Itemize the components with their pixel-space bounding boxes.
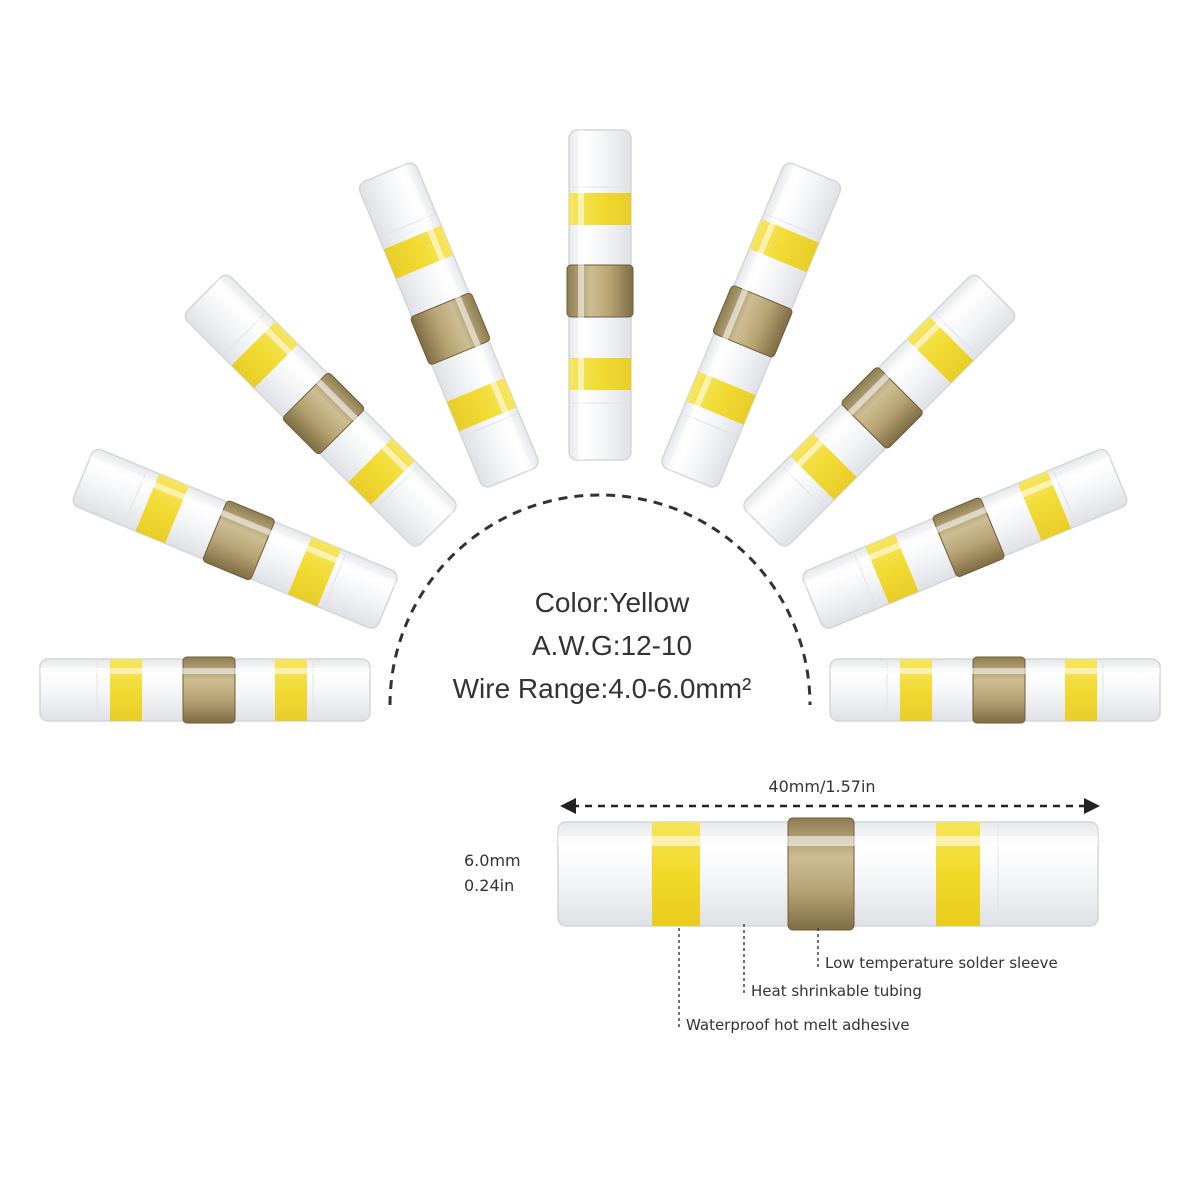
connector-5 (566, 129, 634, 461)
solder-sleeve-band (787, 817, 855, 931)
length-label: 40mm/1.57in (768, 777, 875, 796)
spec-wire-range: Wire Range:4.0-6.0mm² (453, 673, 752, 704)
callout-adhesive: Waterproof hot melt adhesive (686, 1016, 910, 1034)
callout-heat-shrink: Heat shrinkable tubing (751, 982, 922, 1000)
connector-9 (829, 656, 1161, 724)
arrow-left-icon (560, 798, 576, 814)
callout-solder-sleeve: Low temperature solder sleeve (825, 954, 1058, 972)
diameter-in-label: 0.24in (464, 876, 514, 895)
spec-color: Color:Yellow (535, 587, 690, 618)
diameter-mm-label: 6.0mm (464, 851, 521, 870)
dashed-arc (388, 493, 812, 706)
arrow-right-icon (1084, 798, 1100, 814)
connector-1 (39, 656, 371, 724)
detail-connector (557, 817, 1099, 931)
spec-awg: A.W.G:12-10 (532, 630, 692, 661)
